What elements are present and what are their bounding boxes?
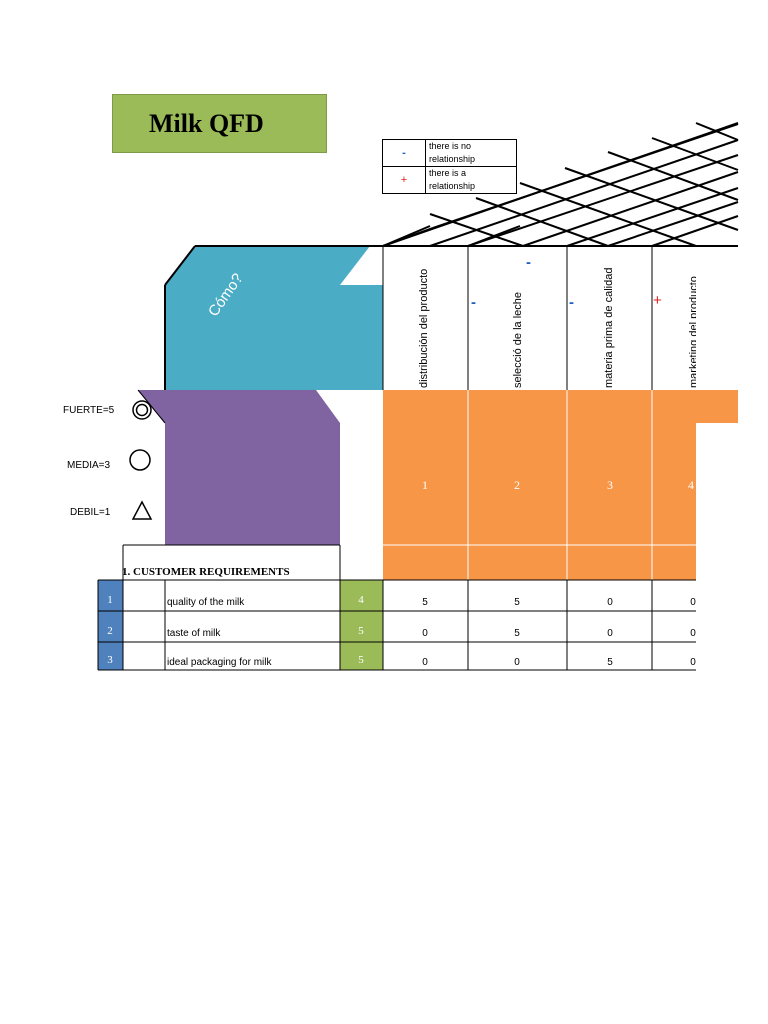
relationship-value: 5 [514,628,520,639]
customer-requirement-text: ideal packaging for milk [167,657,272,668]
legend-row: + there is a relationship [382,166,517,194]
relationship-value: 0 [422,628,428,639]
what-shape [138,390,340,545]
relationship-value: 0 [514,657,520,668]
customer-requirement-text: taste of milk [167,628,221,639]
tech-req-number: 3 [607,478,613,492]
correlation-mark: - [526,254,531,271]
tech-req-number: 2 [514,478,520,492]
relationship-value: 0 [607,628,613,639]
tech-req-label-clip: marketing del producto [652,246,696,390]
importance-value: 5 [358,625,364,637]
legend-symbol: - [382,139,426,167]
customer-requirement-text: quality of the milk [167,597,245,608]
relationship-value: 5 [514,597,520,608]
correlation-mark: - [471,294,476,311]
how-shape [165,246,383,390]
relationship-value: 0 [422,657,428,668]
legend-text: there is a relationship [425,166,517,194]
correlation-roof [382,122,739,247]
relationship-value: 0 [690,657,696,668]
tech-req-label: selecció de la leche [512,291,524,388]
row-index: 2 [107,625,113,637]
customer-requirements-header: 1. CUSTOMER REQUIREMENTS [122,566,290,578]
tech-req-label: distribución del producto [418,268,430,388]
legend-table: - there is no relationship + there is a … [382,139,517,194]
relationship-value: 0 [607,597,613,608]
row-index: 1 [107,594,113,606]
tech-req-number: 4 [688,478,694,492]
page-title: Milk QFD [112,94,327,153]
tech-req-number: 1 [422,478,428,492]
row-index: 3 [107,654,113,666]
importance-value: 5 [358,654,364,666]
relationship-value: 5 [422,597,428,608]
importance-value: 4 [358,594,364,606]
correlation-mark: + [653,292,662,309]
relationship-value: 5 [607,657,613,668]
tech-req-label: materia prima de calidad [603,267,615,388]
strength-strong-label: FUERTE=5 [63,405,115,416]
orange-block [383,423,696,580]
strength-weak-label: DEBIL=1 [70,507,111,518]
relationship-value: 0 [690,597,696,608]
correlation-mark: - [569,294,574,311]
strength-medium-label: MEDIA=3 [67,460,111,471]
relationship-value: 0 [690,628,696,639]
tech-req-label: marketing del producto [688,276,696,388]
